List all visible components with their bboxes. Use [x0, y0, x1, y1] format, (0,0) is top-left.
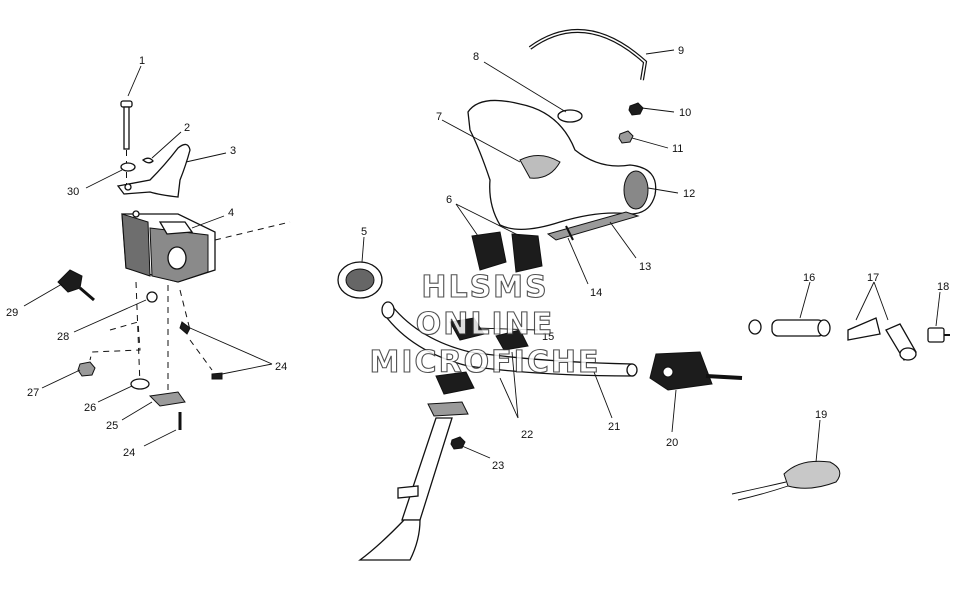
part-29-screw — [57, 269, 95, 302]
part-23-nut — [450, 436, 466, 450]
part-20-control-housing — [649, 351, 743, 391]
part-4-housing — [121, 210, 291, 283]
part-5-bushing — [337, 261, 383, 299]
callout-18: 18 — [937, 281, 949, 293]
callout-3: 3 — [230, 145, 236, 157]
part-18-bolt — [927, 327, 950, 343]
callout-26: 26 — [84, 402, 96, 414]
part-16-grip — [748, 319, 831, 337]
seat-cushion-assembly — [467, 99, 657, 241]
callout-11: 11 — [672, 143, 683, 155]
callout-8: 8 — [473, 51, 479, 63]
callout-25: 25 — [106, 420, 118, 432]
callout-21: 21 — [608, 421, 620, 433]
callout-12: 12 — [683, 188, 695, 200]
part-14-screw — [565, 225, 574, 241]
callout-10: 10 — [679, 107, 691, 119]
part-11-nut — [618, 130, 634, 144]
callout-2: 2 — [184, 122, 190, 134]
callout-19: 19 — [815, 409, 827, 421]
part-27-nut — [77, 361, 96, 377]
callout-30: 30 — [67, 186, 79, 198]
part-19-wire-harness — [731, 460, 841, 501]
callout-13: 13 — [639, 261, 651, 273]
callout-22: 22 — [521, 429, 533, 441]
callout-4: 4 — [228, 207, 234, 219]
part-10-nut — [628, 102, 644, 116]
callout-23: 23 — [492, 460, 504, 472]
part-6-brackets — [471, 231, 543, 273]
callout-29: 29 — [6, 307, 18, 319]
part-24-screw-a — [179, 321, 191, 335]
part-25-plate — [148, 391, 186, 407]
part-17-adaptor — [847, 317, 917, 361]
callout-labels: 1 2 3 4 5 6 7 8 9 10 11 12 13 14 15 16 1… — [6, 45, 949, 472]
watermark: HLSMS ONLINE MICROFICHE — [369, 269, 601, 380]
callout-6: 6 — [446, 194, 452, 206]
part-22-clamp-upper — [495, 329, 529, 351]
part-2-clip — [141, 157, 154, 164]
steering-post — [358, 401, 469, 561]
callout-14: 14 — [590, 287, 602, 299]
part-8-emblem — [557, 109, 583, 123]
part-24-screw-b — [211, 372, 223, 380]
part-1-bolt — [120, 100, 133, 190]
watermark-line-2: ONLINE — [416, 307, 555, 342]
watermark-line-1: HLSMS — [421, 270, 548, 305]
watermark-line-3: MICROFICHE — [370, 345, 601, 380]
part-30-washer — [120, 162, 136, 172]
callout-27: 27 — [27, 387, 39, 399]
callout-20: 20 — [666, 437, 678, 449]
callout-1: 1 — [139, 55, 145, 67]
part-7-seat — [467, 99, 657, 230]
callout-9: 9 — [678, 45, 684, 57]
leader-lines — [23, 49, 941, 463]
callout-16: 16 — [803, 272, 815, 284]
callout-24-lower: 24 — [123, 447, 135, 459]
part-3-lever — [116, 143, 191, 198]
callout-17: 17 — [867, 272, 879, 284]
callout-15: 15 — [542, 331, 554, 343]
left-control-assembly — [57, 100, 291, 430]
part-22-clamp-lower — [435, 371, 475, 395]
part-26-washer — [130, 378, 150, 390]
callout-5: 5 — [361, 226, 367, 238]
part-15-clamp — [449, 317, 485, 341]
part-21-handlebar — [381, 301, 638, 377]
callout-28: 28 — [57, 331, 69, 343]
part-28-nut — [146, 291, 158, 303]
callout-7: 7 — [436, 111, 442, 123]
callout-24-upper: 24 — [275, 361, 287, 373]
